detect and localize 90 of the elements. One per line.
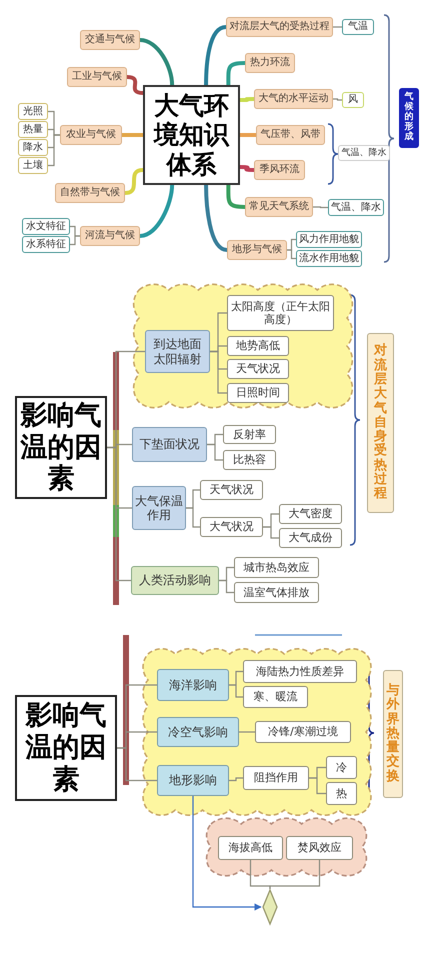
factor-box: 海洋影响 bbox=[157, 669, 229, 701]
connector-line bbox=[124, 168, 144, 195]
factor-box: 地形影响 bbox=[157, 765, 229, 796]
connector-line bbox=[207, 444, 223, 461]
detail-box: 日照时间 bbox=[227, 383, 289, 403]
detail-box: 气温、降水 bbox=[338, 145, 390, 161]
connector-line bbox=[122, 133, 143, 137]
connector-line bbox=[140, 38, 174, 86]
detail-box: 海拔高低 bbox=[218, 836, 283, 860]
detail-box: 大气成份 bbox=[279, 528, 342, 548]
detail-box: 天气状况 bbox=[200, 480, 263, 500]
connector-line bbox=[48, 134, 60, 166]
connector-line bbox=[126, 75, 144, 95]
factor-box: 人类活动影响 bbox=[131, 566, 219, 595]
connector-line bbox=[309, 777, 326, 794]
detail-box: 水系特征 bbox=[22, 236, 70, 253]
detail-box: 比热容 bbox=[223, 450, 276, 470]
side-label-box: 对流层大气自身受热过程 bbox=[367, 333, 394, 513]
topic-box: 热力环流 bbox=[245, 53, 295, 73]
detail-box: 温室气体排放 bbox=[234, 582, 319, 603]
detail-box: 冷 bbox=[326, 756, 357, 779]
detail-box: 太阳高度（正午太阳高度） bbox=[227, 295, 334, 331]
cloud-shape bbox=[133, 284, 353, 408]
detail-box: 寒、暖流 bbox=[243, 686, 308, 708]
connector-line bbox=[240, 133, 256, 137]
connector-line bbox=[229, 684, 243, 698]
connector-line bbox=[333, 26, 342, 28]
detail-box: 热 bbox=[326, 782, 357, 805]
topic-box: 对流层大气的受热过程 bbox=[226, 17, 333, 37]
arrow bbox=[192, 796, 262, 911]
cloud-shape bbox=[142, 648, 372, 816]
connector-line bbox=[239, 731, 255, 733]
cloud-shape bbox=[205, 818, 368, 876]
connector-line bbox=[210, 350, 227, 394]
factor-box: 冷空气影响 bbox=[157, 717, 239, 747]
topic-box: 农业与气候 bbox=[60, 125, 122, 145]
topic-box: 大气的水平运动 bbox=[254, 89, 333, 109]
detail-box: 土壤 bbox=[18, 157, 48, 174]
connector-line bbox=[240, 97, 254, 102]
detail-box: 反射率 bbox=[223, 425, 276, 444]
detail-box: 风力作用地貌 bbox=[296, 231, 362, 248]
topic-box: 交通与气候 bbox=[80, 30, 140, 50]
title-box: 影响气温的因素 bbox=[15, 695, 117, 801]
connector-line bbox=[333, 98, 342, 101]
connector-line bbox=[287, 249, 296, 260]
connector-line bbox=[226, 61, 246, 85]
detail-box: 流水作用地貌 bbox=[296, 250, 362, 267]
detail-box: 降水 bbox=[18, 139, 48, 156]
detail-box: 风 bbox=[342, 92, 364, 108]
topic-box: 地形与气候 bbox=[227, 240, 287, 260]
detail-box: 光照 bbox=[18, 103, 48, 120]
detail-box: 焚风效应 bbox=[286, 836, 353, 860]
detail-box: 水文特征 bbox=[22, 218, 70, 235]
connector-line bbox=[269, 860, 320, 889]
detail-box: 城市热岛效应 bbox=[234, 557, 319, 578]
detail-box: 地势高低 bbox=[227, 336, 289, 356]
topic-box: 自然带与气候 bbox=[55, 183, 125, 203]
topic-box: 河流与气候 bbox=[80, 226, 140, 246]
detail-box: 大气状况 bbox=[200, 517, 263, 537]
title-box: 影响气温的因素 bbox=[15, 396, 107, 499]
side-label-box: 与外界热量交换 bbox=[383, 670, 403, 798]
connector-line bbox=[263, 526, 279, 539]
connector-line bbox=[140, 184, 174, 238]
connector-line bbox=[219, 580, 234, 594]
connector-line bbox=[226, 185, 246, 209]
diamond-shape bbox=[262, 889, 278, 925]
factor-box: 大气保温作用 bbox=[132, 486, 186, 530]
side-label-box: 气候的形成 bbox=[399, 88, 419, 148]
topic-box: 常见天气系统 bbox=[245, 197, 313, 217]
factor-box: 下垫面状况 bbox=[132, 427, 207, 462]
detail-box: 冷锋/寒潮过境 bbox=[255, 721, 351, 743]
connector-line bbox=[250, 860, 271, 889]
connector-line bbox=[186, 507, 200, 528]
topic-box: 季风环流 bbox=[254, 160, 305, 180]
factor-box: 到达地面太阳辐射 bbox=[145, 330, 210, 373]
connector-line bbox=[107, 446, 131, 582]
detail-box: 大气密度 bbox=[279, 504, 342, 524]
detail-box: 气温、降水 bbox=[328, 199, 384, 216]
title-box: 大气环境知识体系 bbox=[143, 85, 240, 185]
detail-box: 海陆热力性质差异 bbox=[243, 660, 357, 683]
topic-box: 工业与气候 bbox=[67, 67, 127, 87]
detail-box: 热量 bbox=[18, 121, 48, 138]
connector-line bbox=[229, 777, 243, 782]
connector-line bbox=[313, 206, 328, 208]
detail-box: 气温 bbox=[342, 19, 374, 35]
connector-line bbox=[240, 165, 254, 172]
detail-box: 天气状况 bbox=[227, 359, 289, 379]
topic-box: 气压带、风带 bbox=[256, 125, 325, 145]
connector-line bbox=[70, 235, 80, 246]
detail-box: 阻挡作用 bbox=[243, 766, 309, 790]
